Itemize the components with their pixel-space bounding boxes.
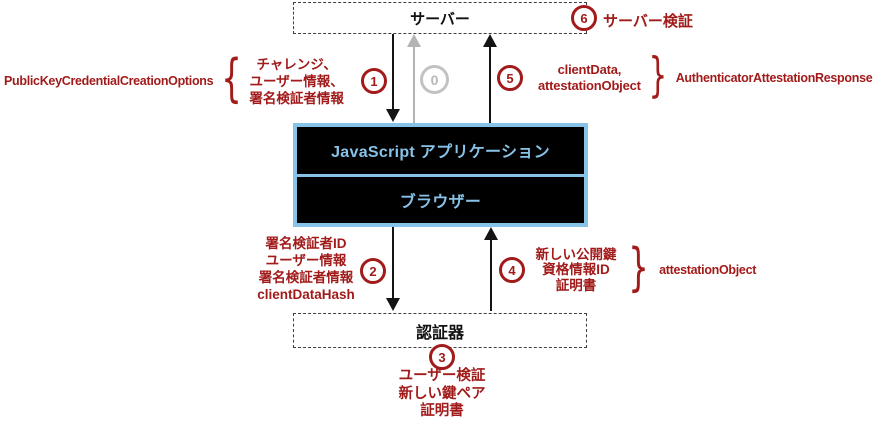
step-4-payload-line: 新しい公開鍵 xyxy=(535,246,617,262)
step-4-payload: 新しい公開鍵 資格情報ID 証明書 xyxy=(532,247,620,294)
step-1-object-name: PublicKeyCredentialCreationOptions xyxy=(4,74,214,88)
step-5-label-group: clientData, attestationObject } Authenti… xyxy=(538,48,873,106)
step-1-payload-line: チャレンジ、 xyxy=(256,56,337,72)
step-5-payload-line: attestationObject xyxy=(538,78,641,93)
step-4-payload-line: 証明書 xyxy=(555,277,597,293)
authenticator-node: 認証器 xyxy=(293,313,587,348)
step-4-badge: 4 xyxy=(499,257,525,283)
step-3-payload-line: 新しい鍵ペア xyxy=(398,385,486,402)
js-application-label: JavaScript アプリケーション xyxy=(331,144,550,162)
step-4-object-name: attestationObject xyxy=(659,263,757,277)
step5-arrowhead-up xyxy=(483,34,497,47)
step-3-payload-line: ユーザー検証 xyxy=(398,368,486,384)
close-brace: } xyxy=(648,48,668,104)
step-2-payload-line: ユーザー情報 xyxy=(265,253,347,268)
step1-arrow-line xyxy=(392,34,394,110)
step-4-label-group: 新しい公開鍵 資格情報ID 証明書 } attestationObject xyxy=(532,237,757,298)
open-brace: { xyxy=(221,48,243,109)
server-node-label: サーバー xyxy=(410,10,470,28)
close-brace: } xyxy=(628,237,649,298)
step-2-payload: 署名検証者ID ユーザー情報 署名検証者情報 clientDataHash xyxy=(243,235,369,303)
step0-arrow-line xyxy=(413,46,415,123)
step-3-payload-line: 証明書 xyxy=(420,403,464,419)
step-6-badge: 6 xyxy=(571,5,597,31)
step-5-payload-line: clientData, xyxy=(557,62,622,77)
step-4-number: 4 xyxy=(508,262,516,278)
step-1-label-group: PublicKeyCredentialCreationOptions { チャレ… xyxy=(4,53,344,109)
step-5-number: 5 xyxy=(506,70,514,86)
step-1-payload-line: ユーザー情報、 xyxy=(249,73,344,89)
step-5-badge: 5 xyxy=(497,65,523,91)
step-6-number: 6 xyxy=(580,10,588,26)
client-node-divider xyxy=(297,173,584,177)
step2-arrow-line xyxy=(392,227,394,299)
step-1-number: 1 xyxy=(370,73,378,89)
server-node: サーバー xyxy=(293,2,587,34)
step2-arrowhead-down xyxy=(386,298,400,311)
step-2-payload-line: 署名検証者情報 xyxy=(258,270,354,285)
step-2-badge: 2 xyxy=(360,258,386,284)
step-3-payload: ユーザー検証 新しい鍵ペア 証明書 xyxy=(375,368,509,421)
step-6-label: サーバー検証 xyxy=(603,13,693,30)
step-3-number: 3 xyxy=(438,349,446,365)
step-5-payload: clientData, attestationObject xyxy=(538,62,641,94)
step-1-payload-line: 署名検証者情報 xyxy=(249,90,344,106)
step-0-badge: 0 xyxy=(420,65,449,94)
step1-arrowhead-down xyxy=(386,109,400,122)
step-1-payload: チャレンジ、 ユーザー情報、 署名検証者情報 xyxy=(249,56,344,107)
step0-arrowhead-up xyxy=(407,34,421,47)
step-2-payload-line: 署名検証者ID xyxy=(265,236,347,251)
js-application-row: JavaScript アプリケーション xyxy=(297,127,584,174)
browser-row: ブラウザー xyxy=(297,177,584,224)
step4-arrowhead-up xyxy=(484,227,498,240)
step-2-number: 2 xyxy=(369,263,377,279)
browser-label: ブラウザー xyxy=(399,193,482,211)
client-node: JavaScript アプリケーション ブラウザー xyxy=(293,123,588,227)
step-1-badge: 1 xyxy=(361,68,387,94)
step-5-object-name: AuthenticatorAttestationResponse xyxy=(675,71,873,85)
step-4-payload-line: 資格情報ID xyxy=(542,262,610,278)
step5-arrow-line xyxy=(489,46,491,123)
step-2-payload-line: clientDataHash xyxy=(257,287,355,302)
step4-arrow-line xyxy=(490,239,492,311)
step-3-badge: 3 xyxy=(429,344,455,370)
authenticator-node-label: 認証器 xyxy=(415,324,464,342)
step-0-number: 0 xyxy=(430,71,439,88)
